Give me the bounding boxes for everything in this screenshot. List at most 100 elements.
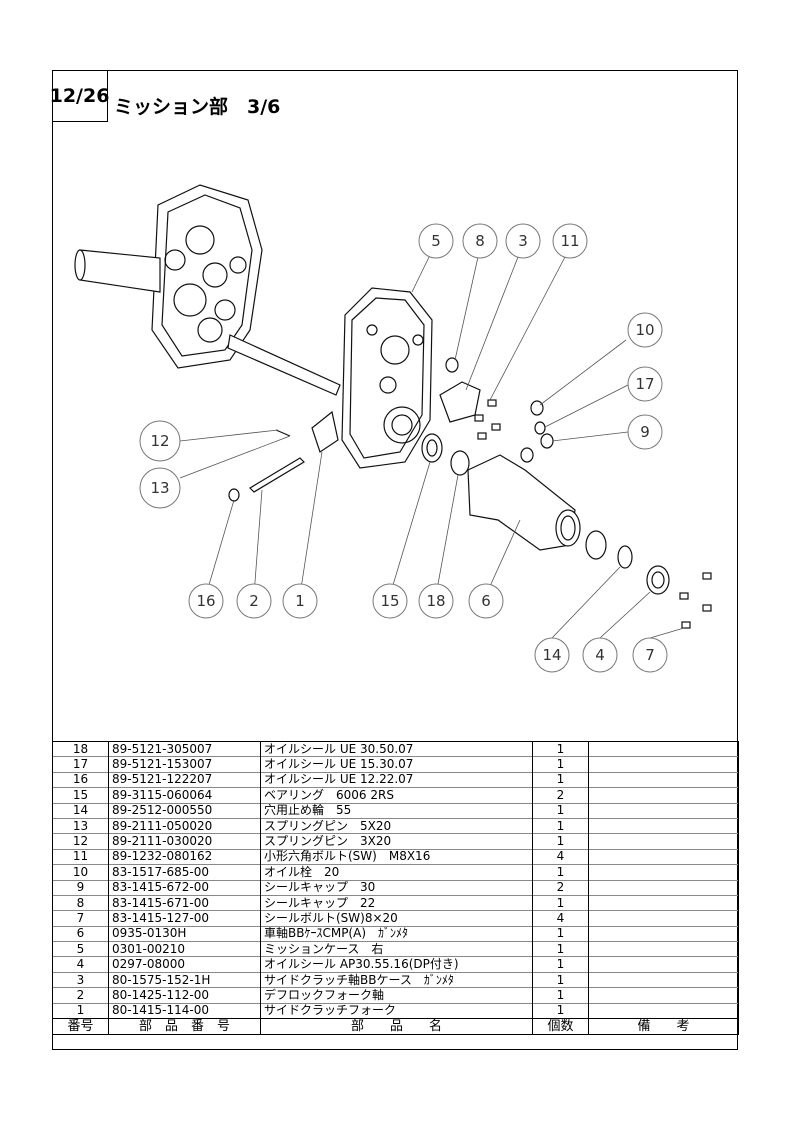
cell-part-no: 0297-08000 [108,956,261,973]
svg-text:3: 3 [518,232,528,250]
cell-name: オイルシール UE 12.22.07 [260,772,533,788]
cell-remarks [588,787,739,804]
callout-group: 5 8 3 11 10 17 9 12 13 16 2 1 15 18 6 14… [139,223,668,673]
cell-qty: 1 [532,987,589,1004]
bearing-6006 [421,433,443,463]
cell-no: 15 [52,787,109,804]
cell-part-no: 0935-0130H [108,926,261,942]
cell-no: 2 [52,987,109,1004]
oil-seal-30-50 [450,450,470,476]
cell-remarks [588,910,739,927]
cell-name: デフロックフォーク軸 [260,987,533,1004]
cell-qty: 1 [532,1003,589,1019]
cell-no: 9 [52,880,109,896]
axle-bb-case [467,454,581,551]
oil-seal-ap30 [646,565,670,595]
cell-qty: 4 [532,849,589,865]
cell-remarks [588,972,739,988]
svg-text:16: 16 [196,592,215,610]
cell-no: 12 [52,833,109,850]
cell-qty: 1 [532,772,589,788]
cell-no: 4 [52,956,109,973]
cell-qty: 1 [532,941,589,957]
header-name: 部 品 名 [260,1018,533,1036]
cell-no: 1 [52,1003,109,1019]
cell-no: 3 [52,972,109,988]
cell-remarks [588,849,739,865]
cell-name: 小形六角ボルト(SW) M8X16 [260,849,533,865]
svg-text:15: 15 [380,592,399,610]
callout-11: 11 [552,223,588,259]
callout-12: 12 [139,420,181,462]
callout-10: 10 [627,312,663,348]
svg-text:17: 17 [635,375,654,393]
callout-9: 9 [627,414,663,450]
cell-part-no: 80-1415-114-00 [108,1003,261,1019]
cell-part-no: 0301-00210 [108,941,261,957]
callout-6: 6 [468,583,504,619]
oil-plug [530,400,544,416]
svg-text:7: 7 [645,646,655,664]
exploded-diagram: 5 8 3 11 10 17 9 12 13 16 2 1 15 18 6 14… [74,184,712,673]
cell-remarks [588,880,739,896]
cell-no: 14 [52,803,109,819]
page-frame [52,70,738,1050]
cell-remarks [588,941,739,957]
leader-lines [179,254,685,639]
cell-qty: 1 [532,895,589,911]
cell-remarks [588,895,739,911]
callout-17: 17 [627,366,663,402]
cell-no: 11 [52,849,109,865]
cell-remarks [588,803,739,819]
svg-text:9: 9 [640,423,650,441]
oil-seal-15-30 [534,421,546,435]
cell-remarks [588,772,739,788]
cell-name: シールキャップ 22 [260,895,533,911]
cell-qty: 4 [532,910,589,927]
cell-part-no: 83-1415-127-00 [108,910,261,927]
cell-remarks [588,833,739,850]
header-remarks: 備 考 [588,1018,739,1036]
callout-16: 16 [188,583,224,619]
cell-remarks [588,956,739,973]
cell-part-no: 83-1415-672-00 [108,880,261,896]
svg-text:8: 8 [475,232,485,250]
side-clutch-bb-case [439,381,481,423]
cell-qty: 2 [532,787,589,804]
cell-part-no: 89-2111-050020 [108,818,261,834]
seal-bolts [679,572,712,629]
cell-no: 7 [52,910,109,927]
callout-15: 15 [372,583,408,619]
svg-text:1: 1 [295,592,305,610]
svg-text:5: 5 [431,232,441,250]
cell-name: オイルシール AP30.55.16(DP付き) [260,956,533,973]
callout-13: 13 [139,467,181,509]
svg-text:14: 14 [542,646,561,664]
cell-part-no: 89-1232-080162 [108,849,261,865]
cell-qty: 1 [532,818,589,834]
header-part-no: 部 品 番 号 [108,1018,261,1036]
cell-name: オイルシール UE 30.50.07 [260,741,533,757]
cell-no: 16 [52,772,109,788]
snap-ring-55 [617,545,633,569]
cell-part-no: 89-5121-305007 [108,741,261,757]
callout-3: 3 [505,223,541,259]
page-title: ミッション部 3/6 [114,96,281,118]
cell-name: ベアリング 6006 2RS [260,787,533,804]
cell-name: サイドクラッチ軸BBケース ｶﾞﾝﾒﾀ [260,972,533,988]
svg-text:18: 18 [426,592,445,610]
cell-name: 車軸BBｹｰｽCMP(A) ｶﾞﾝﾒﾀ [260,926,533,942]
